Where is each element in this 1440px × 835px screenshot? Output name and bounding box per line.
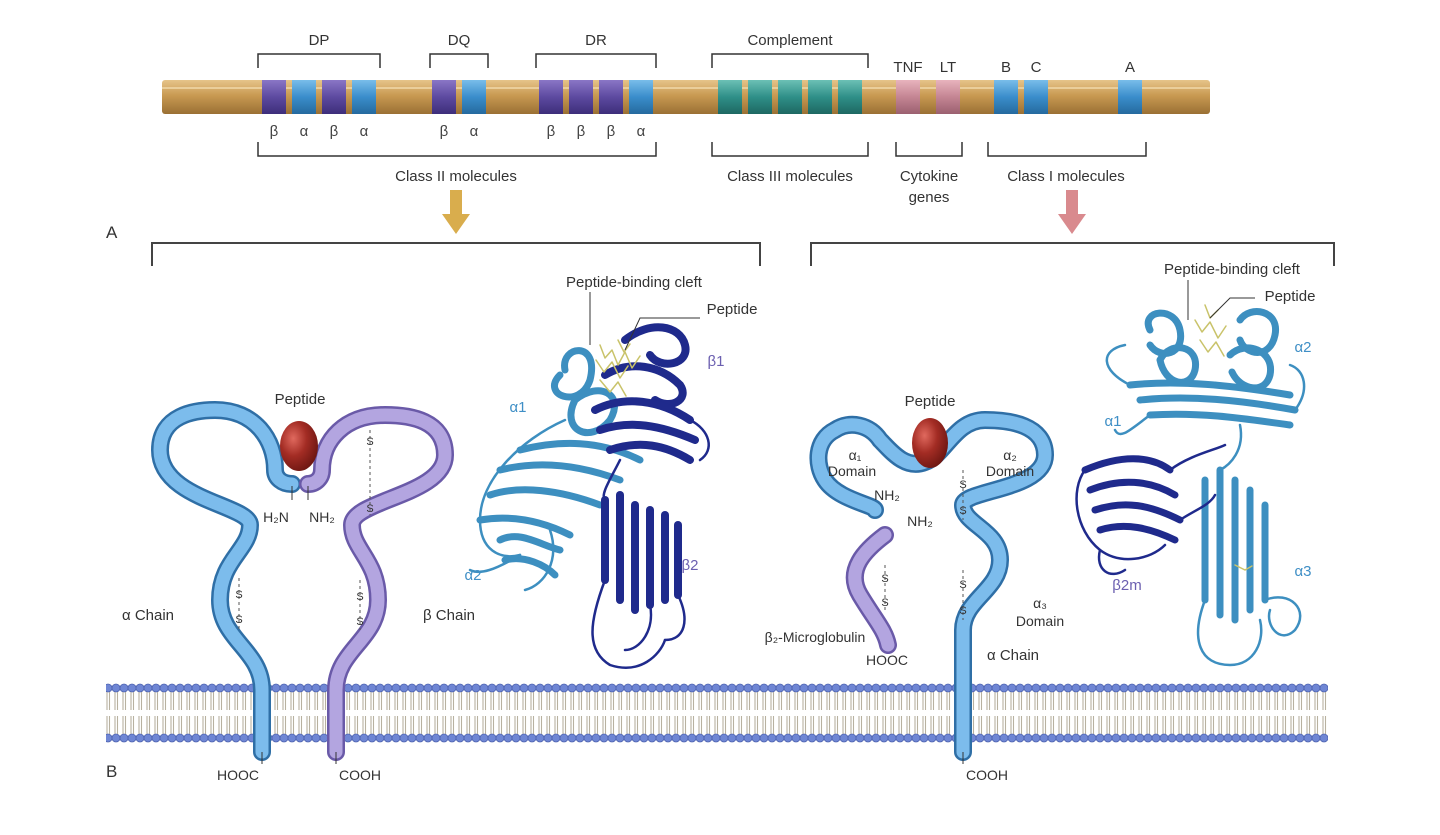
b-label: B [1001, 59, 1011, 76]
complement-label: Complement [747, 32, 833, 49]
tnf-label: TNF [893, 59, 922, 76]
class1-ribbon-structure [1075, 304, 1306, 667]
class1-schematic: S S S S S S Peptide α₁ Domain α₂ Domain … [765, 393, 1064, 783]
class2-beta-chain-label: β Chain [423, 607, 475, 624]
class2-peptide-label: Peptide [275, 391, 326, 408]
class2-molecules-label: Class II molecules [395, 168, 517, 185]
class2-a1-label: α1 [509, 399, 526, 416]
class2-cooh-label: COOH [339, 767, 381, 783]
a-label: A [1125, 59, 1135, 76]
class1-cooh-label: COOH [966, 767, 1008, 783]
svg-text:α: α [470, 123, 479, 140]
dq-label: DQ [448, 32, 471, 49]
panel-a-label: A [106, 223, 118, 242]
class1-b2m-label: β₂-Microglobulin [765, 629, 866, 645]
class2-ribbon-structure [468, 323, 710, 669]
class2-a2-label: α2 [464, 567, 481, 584]
a-gene-segment [1118, 80, 1142, 114]
class1-alpha-chain-label: α Chain [987, 647, 1039, 664]
panel-b-brackets [151, 242, 1335, 266]
svg-text:S: S [235, 589, 242, 601]
class2-cleft-label: Peptide-binding cleft [566, 274, 703, 291]
dr-label: DR [585, 32, 607, 49]
class1-molecules-label: Class I molecules [1007, 168, 1125, 185]
top-brackets [257, 53, 869, 68]
class1-a2-domain-label: Domain [986, 463, 1034, 479]
class2-schematic: S S S S S S Peptide H₂N NH₂ α Chain β Ch… [122, 391, 475, 783]
svg-text:S: S [959, 505, 966, 517]
class1-b2m-struct-label: β2m [1112, 577, 1141, 594]
class2-h2n-label: H₂N [263, 509, 289, 525]
cell-membrane [106, 682, 1328, 744]
class2-peptide-struct-label: Peptide [707, 301, 758, 318]
class1-hooc-label: HOOC [866, 652, 908, 668]
class1-alpha-chain [809, 410, 1055, 761]
svg-text:α₃: α₃ [1033, 595, 1047, 611]
class2-b2-label: β2 [682, 557, 699, 574]
svg-text:α: α [360, 123, 369, 140]
c-gene-segment [1024, 80, 1048, 114]
class3-molecules-label: Class III molecules [727, 168, 853, 185]
svg-text:α₁: α₁ [849, 447, 862, 463]
class1-a1-domain-label: Domain [828, 463, 876, 479]
svg-text:S: S [881, 573, 888, 585]
svg-text:S: S [959, 605, 966, 617]
lt-label: LT [940, 59, 956, 76]
svg-text:β: β [440, 123, 449, 140]
lt-gene-segment [936, 80, 960, 114]
svg-text:S: S [959, 579, 966, 591]
complement-gene-segments [718, 80, 862, 114]
c-label: C [1031, 59, 1042, 76]
svg-text:S: S [356, 616, 363, 628]
class1-arrow [1058, 190, 1086, 234]
svg-text:β: β [607, 123, 616, 140]
svg-text:S: S [959, 479, 966, 491]
panel-b-label: B [106, 762, 117, 781]
class2-arrow [442, 190, 470, 234]
svg-text:S: S [235, 614, 242, 626]
class1-cleft-label: Peptide-binding cleft [1164, 261, 1301, 278]
class2-alpha-chain-label: α Chain [122, 607, 174, 624]
class2-beta-chain [299, 405, 455, 761]
b-gene-segment [994, 80, 1018, 114]
dp-label: DP [309, 32, 330, 49]
class1-a2-label: α2 [1294, 339, 1311, 356]
chromosome-bar [162, 80, 1210, 114]
class1-peptide-label: Peptide [905, 393, 956, 410]
class2-hooc-label: HOOC [217, 767, 259, 783]
svg-text:S: S [366, 503, 373, 515]
svg-text:β: β [330, 123, 339, 140]
svg-text:β: β [547, 123, 556, 140]
class2-disulfide-bonds [238, 430, 371, 630]
svg-text:S: S [881, 597, 888, 609]
svg-text:α: α [637, 123, 646, 140]
class2-nh2-label: NH₂ [309, 509, 335, 525]
class1-a3-label: α3 [1294, 563, 1311, 580]
class1-nh2-label-1: NH₂ [874, 487, 900, 503]
cytokine-genes-label-2: genes [909, 189, 950, 206]
class2-b1-label: β1 [708, 353, 725, 370]
svg-text:S: S [366, 436, 373, 448]
class2-peptide [280, 421, 318, 471]
class2-alpha-chain [150, 400, 301, 761]
svg-text:α₂: α₂ [1003, 447, 1017, 463]
class1-disulfide-bonds [884, 470, 964, 620]
svg-text:β: β [577, 123, 586, 140]
class1-b2m-chain [845, 526, 897, 654]
svg-text:α: α [300, 123, 309, 140]
gene-map: DP DQ DR Complement TNF LT B C A β α β α… [106, 32, 1210, 242]
class1-a3-domain-label: Domain [1016, 613, 1064, 629]
svg-text:S: S [356, 591, 363, 603]
class1-peptide-struct-label: Peptide [1265, 288, 1316, 305]
class1-nh2-label-2: NH₂ [907, 513, 933, 529]
bottom-brackets [257, 142, 1147, 157]
class1-a1-label: α1 [1104, 413, 1121, 430]
svg-text:β: β [270, 123, 279, 140]
tnf-gene-segment [896, 80, 920, 114]
subunit-labels: β α β α β α β β β α [270, 123, 646, 140]
cytokine-genes-label-1: Cytokine [900, 168, 958, 185]
class2-gene-segments [262, 80, 653, 114]
class1-peptide [912, 418, 948, 468]
